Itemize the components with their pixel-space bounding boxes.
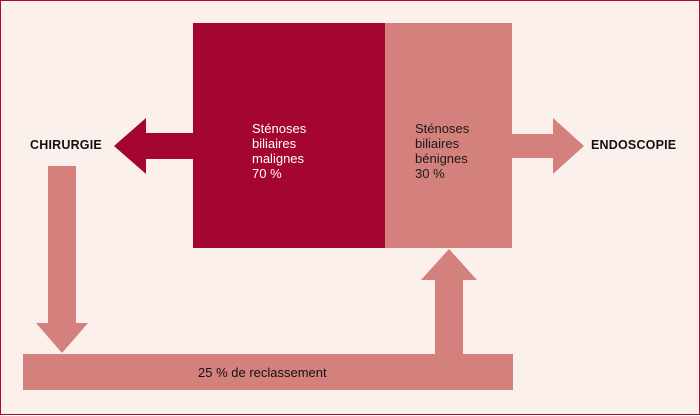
malignant-line-3: malignes (252, 151, 305, 166)
benign-line-4: 30 % (415, 166, 445, 181)
benign-line-1: Sténoses (415, 121, 470, 136)
reclassification-bar (23, 354, 513, 390)
arrow-to-endoscopy (512, 118, 584, 174)
malignant-line-4: 70 % (252, 166, 282, 181)
benign-line-3: bénignes (415, 151, 468, 166)
surgery-label: CHIRURGIE (30, 138, 102, 152)
arrow-up-to-benign (421, 249, 477, 354)
malignant-box (193, 23, 385, 248)
malignant-line-1: Sténoses (252, 121, 307, 136)
arrow-down-from-surgery (36, 166, 88, 353)
benign-box-label: Sténoses biliaires bénignes 30 % (415, 121, 469, 181)
arrow-to-surgery (114, 118, 193, 174)
benign-box (385, 23, 512, 248)
reclassification-label: 25 % de reclassement (198, 365, 327, 380)
malignant-box-label: Sténoses biliaires malignes 70 % (252, 121, 306, 181)
benign-line-2: biliaires (415, 136, 460, 151)
endoscopy-label: ENDOSCOPIE (591, 138, 677, 152)
malignant-line-2: biliaires (252, 136, 297, 151)
